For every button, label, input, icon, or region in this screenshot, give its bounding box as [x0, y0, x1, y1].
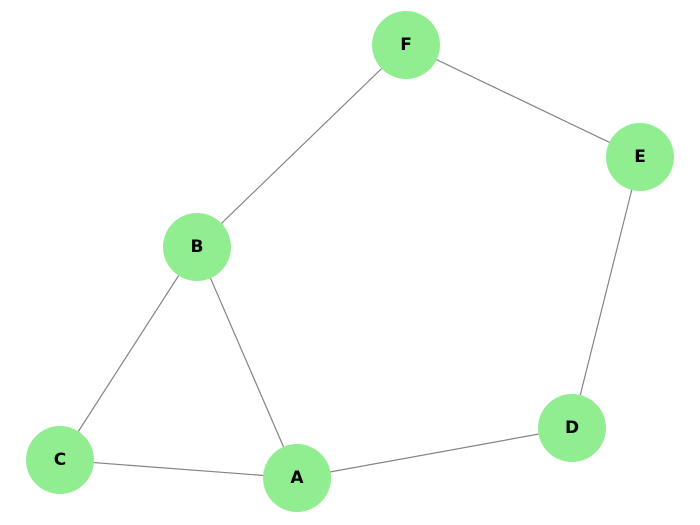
node-E: E	[606, 123, 674, 191]
edge-A-D	[296, 427, 573, 479]
edge-C-A	[59, 459, 298, 479]
node-label-A: A	[290, 468, 304, 488]
node-label-C: C	[54, 450, 66, 470]
node-F: F	[372, 11, 440, 79]
node-A: A	[263, 444, 331, 512]
edge-F-E	[405, 44, 641, 158]
node-circle-E	[606, 123, 674, 191]
node-label-F: F	[400, 35, 412, 55]
node-circle-C	[26, 426, 94, 494]
node-circle-B	[163, 213, 231, 281]
node-circle-D	[538, 394, 606, 462]
node-C: C	[26, 426, 94, 494]
edge-F-B	[196, 44, 407, 248]
nodes-layer: A B C D E F	[26, 11, 674, 512]
node-D: D	[538, 394, 606, 462]
edge-B-A	[196, 246, 298, 479]
edge-E-D	[571, 156, 641, 429]
node-label-B: B	[191, 237, 204, 257]
node-label-E: E	[634, 147, 646, 167]
node-circle-A	[263, 444, 331, 512]
edge-B-C	[59, 246, 198, 461]
node-label-D: D	[565, 418, 579, 438]
edges-layer	[59, 44, 641, 479]
node-B: B	[163, 213, 231, 281]
node-circle-F	[372, 11, 440, 79]
